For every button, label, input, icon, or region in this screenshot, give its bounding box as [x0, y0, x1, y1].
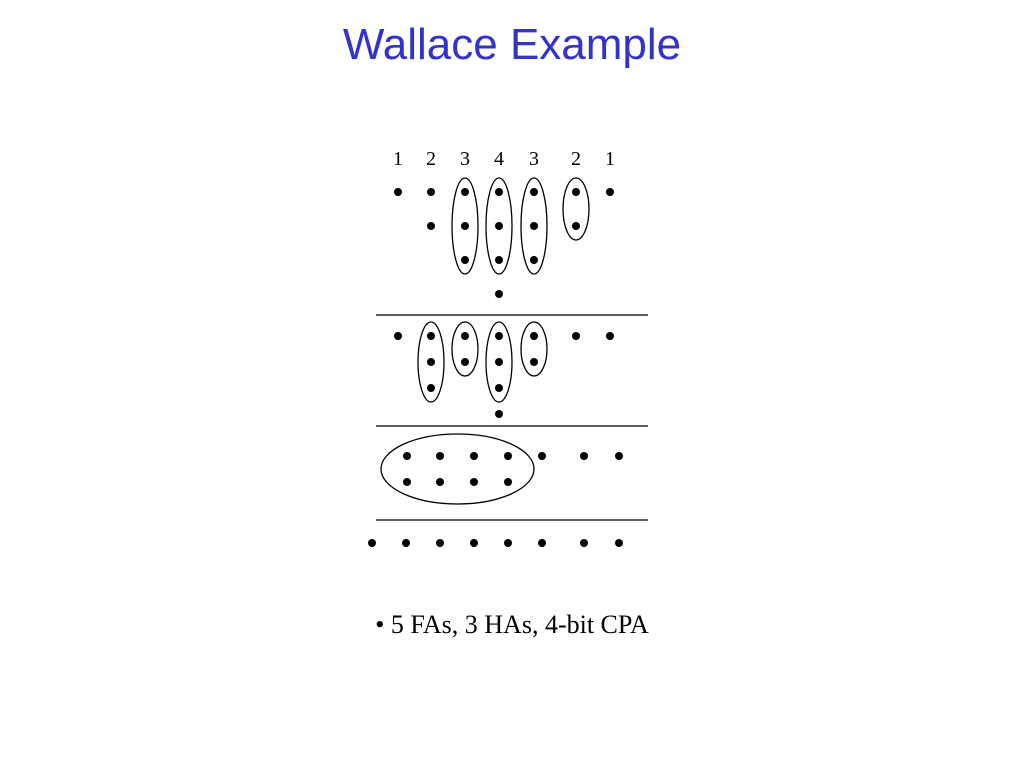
dot: [580, 452, 588, 460]
dot: [495, 256, 503, 264]
dot: [538, 452, 546, 460]
full-adder-group: [417, 321, 445, 403]
dot: [461, 188, 469, 196]
dot: [572, 222, 580, 230]
dot: [427, 222, 435, 230]
half-adder-group: [562, 177, 590, 241]
column-label-7: 1: [605, 148, 615, 170]
full-adder-group: [520, 177, 548, 275]
column-label-1: 1: [393, 148, 403, 170]
dot: [436, 539, 444, 547]
dot: [436, 478, 444, 486]
dot: [495, 188, 503, 196]
dot: [495, 290, 503, 298]
dot: [615, 539, 623, 547]
dot: [427, 188, 435, 196]
dot: [538, 539, 546, 547]
dot: [394, 188, 402, 196]
dot: [402, 539, 410, 547]
column-label-3: 3: [460, 148, 470, 170]
dot: [606, 188, 614, 196]
dot: [461, 256, 469, 264]
dot-matrix: [368, 188, 623, 547]
half-adder-group: [451, 321, 479, 377]
carry-propagate-adder-group: [380, 433, 535, 505]
summary-bullet: • 5 FAs, 3 HAs, 4-bit CPA: [375, 610, 649, 639]
dot: [427, 332, 435, 340]
dot: [495, 222, 503, 230]
dot: [427, 358, 435, 366]
dot: [470, 478, 478, 486]
dot: [606, 332, 614, 340]
dot: [530, 332, 538, 340]
column-labels: 1 2 3 4 3 2 1: [393, 148, 615, 170]
dot: [572, 332, 580, 340]
dot: [580, 539, 588, 547]
dot: [403, 452, 411, 460]
dot: [394, 332, 402, 340]
dot: [530, 256, 538, 264]
full-adder-group: [485, 177, 513, 275]
dot: [615, 452, 623, 460]
dot: [436, 452, 444, 460]
dot: [530, 188, 538, 196]
column-label-2: 2: [426, 148, 436, 170]
stage-separators: [376, 314, 648, 521]
dot: [495, 332, 503, 340]
dot: [403, 478, 411, 486]
dot: [461, 332, 469, 340]
dot: [427, 384, 435, 392]
dot: [461, 222, 469, 230]
dot: [368, 539, 376, 547]
dot: [495, 358, 503, 366]
dot: [495, 410, 503, 418]
dot: [504, 539, 512, 547]
dot: [461, 358, 469, 366]
half-adder-group: [520, 321, 548, 377]
column-label-5: 3: [529, 148, 539, 170]
full-adder-group: [485, 321, 513, 403]
column-label-4: 4: [494, 148, 504, 170]
dot: [530, 222, 538, 230]
dot: [470, 539, 478, 547]
adder-groups: [380, 177, 590, 505]
dot: [470, 452, 478, 460]
dot: [572, 188, 580, 196]
dot: [530, 358, 538, 366]
full-adder-group: [451, 177, 479, 275]
column-label-6: 2: [571, 148, 581, 170]
slide-title: Wallace Example: [342, 20, 682, 69]
dot: [504, 452, 512, 460]
dot: [495, 384, 503, 392]
dot: [504, 478, 512, 486]
